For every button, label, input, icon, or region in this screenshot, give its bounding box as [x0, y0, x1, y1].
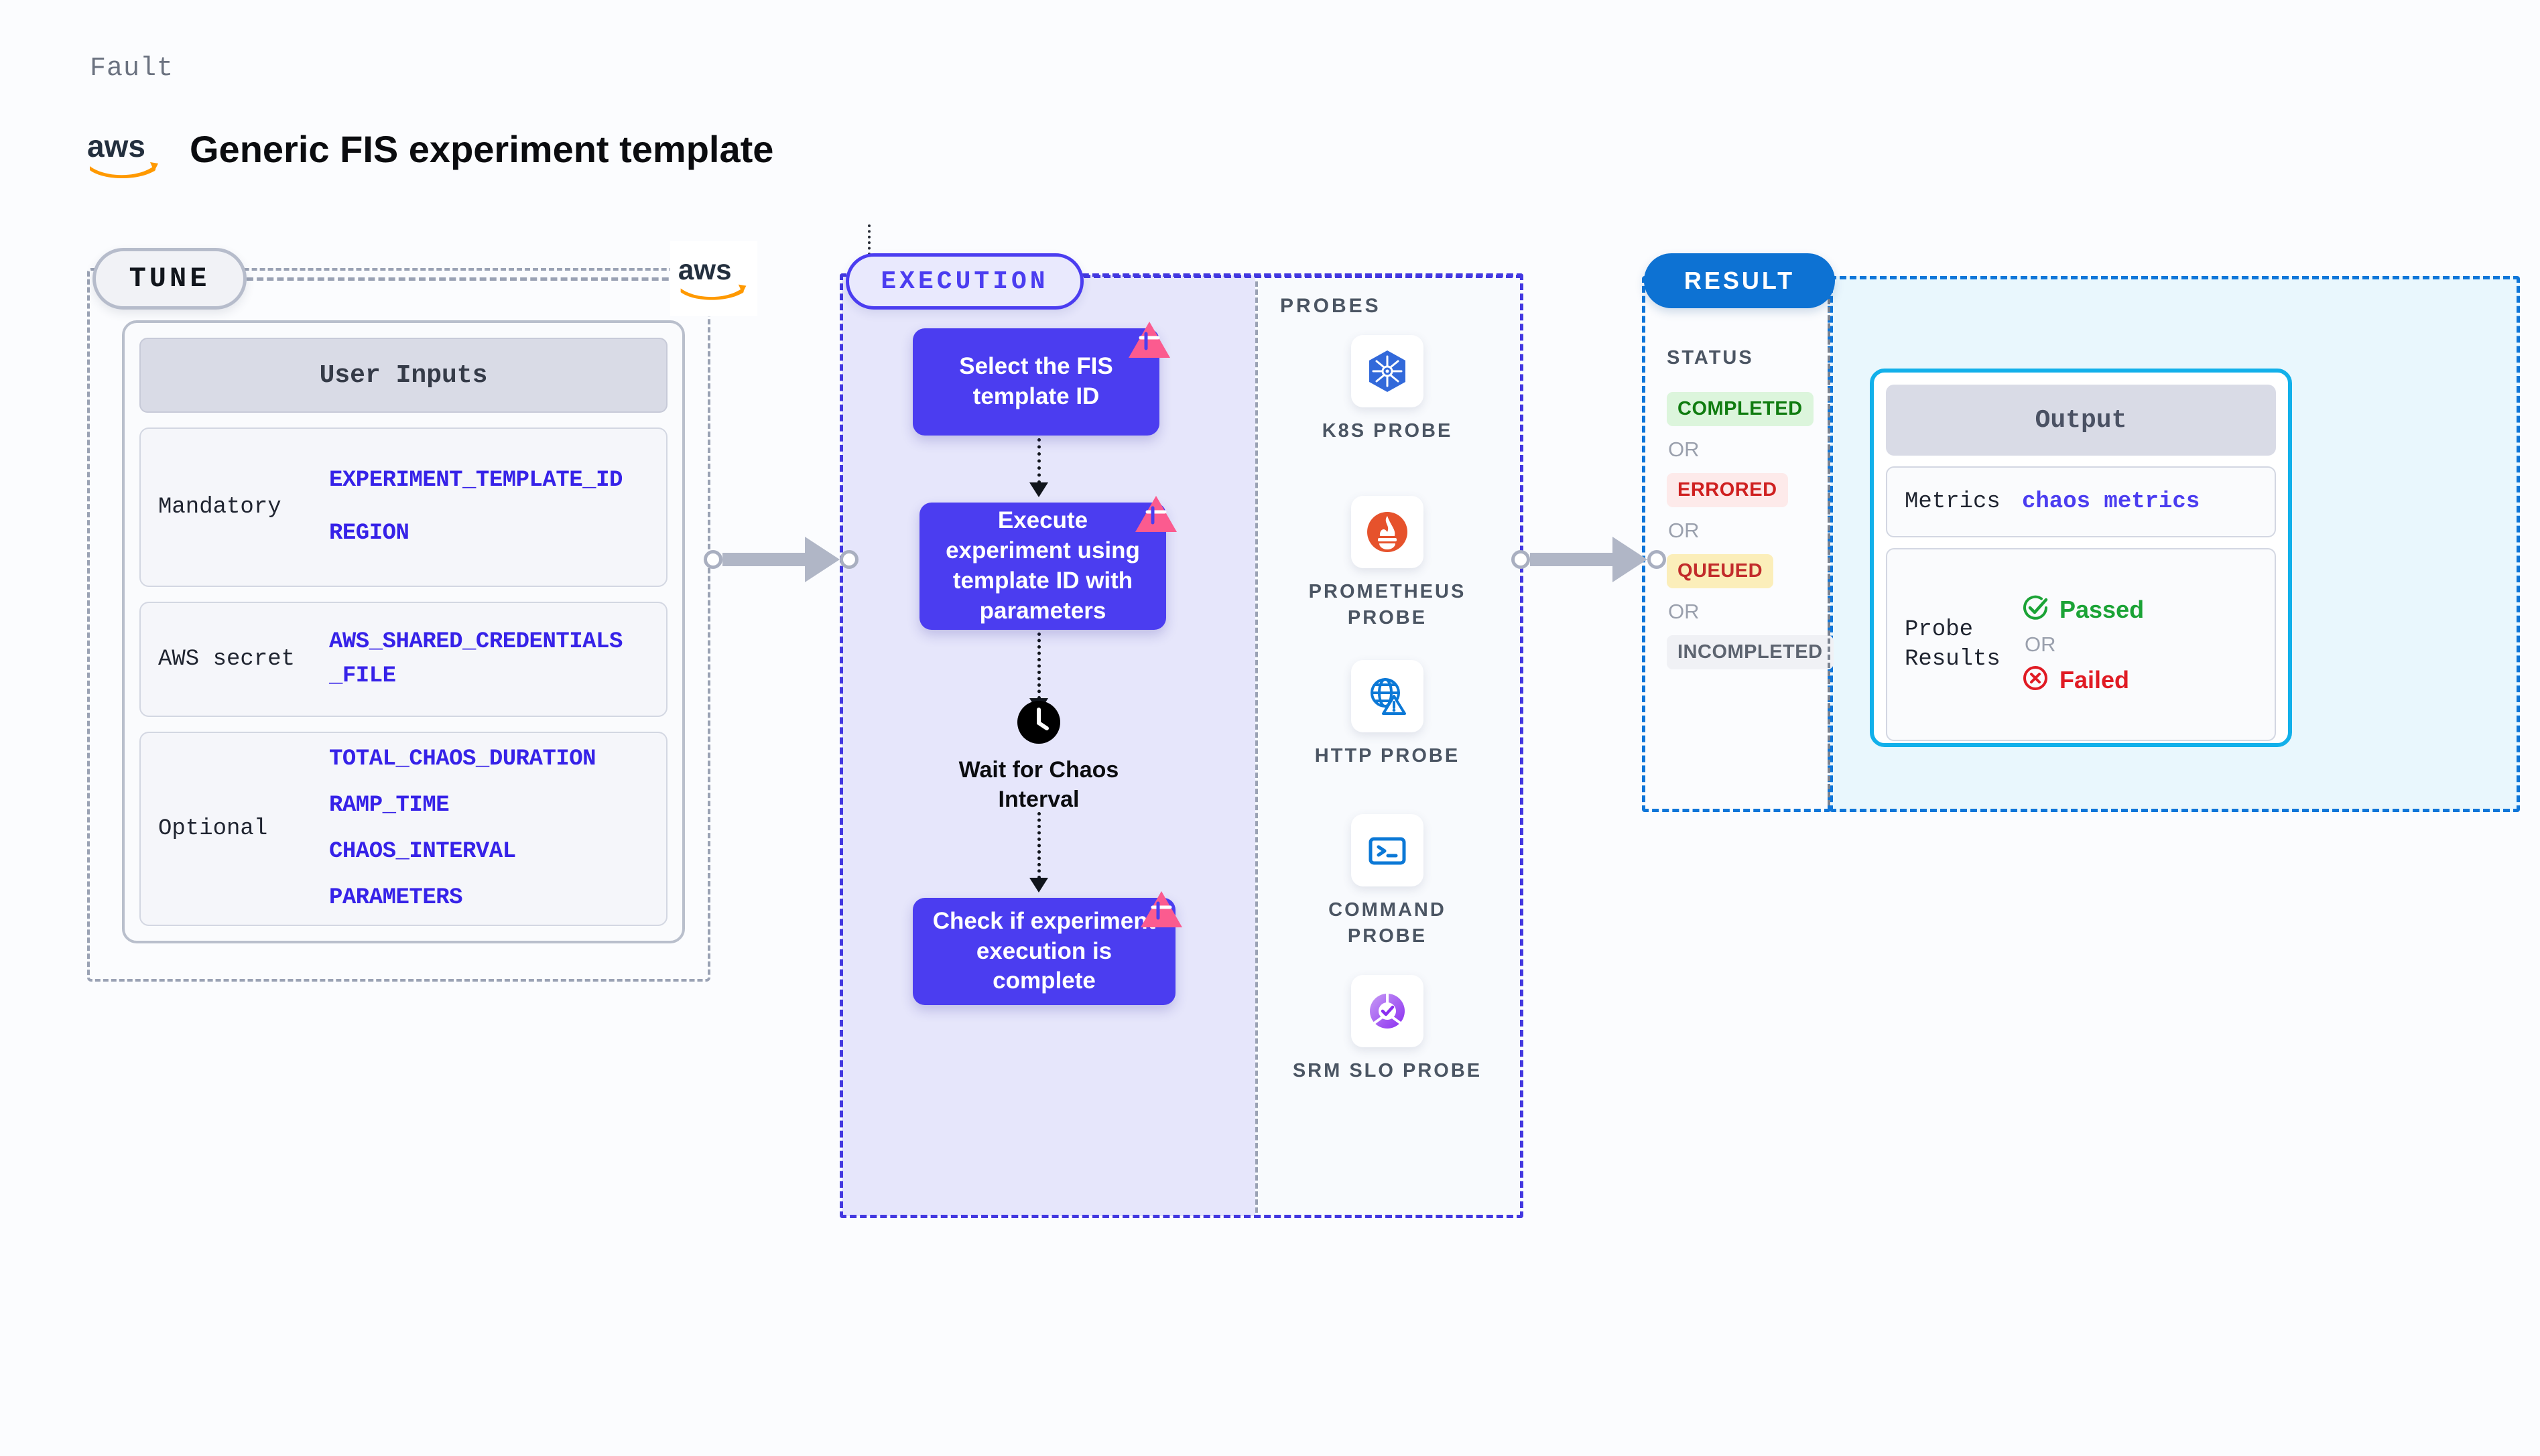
- or-label: OR: [1668, 438, 1700, 461]
- status-badge-errored: ERRORED: [1667, 473, 1788, 507]
- user-inputs-card: User Inputs Mandatory EXPERIMENT_TEMPLAT…: [122, 320, 685, 943]
- input-var[interactable]: CHAOS_INTERVAL: [329, 839, 516, 864]
- output-title: Output: [1886, 385, 2276, 456]
- or-label: OR: [1668, 519, 1700, 542]
- probe-label: PROMETHEUS PROBE: [1308, 581, 1466, 629]
- probe-item-http[interactable]: HTTP PROBE: [1290, 660, 1484, 769]
- result-pill-label: RESULT: [1684, 267, 1795, 294]
- prometheus-icon: [1351, 496, 1423, 568]
- input-group-label: Optional: [158, 816, 268, 842]
- input-group-label: Mandatory: [158, 494, 281, 520]
- probe-label: COMMAND PROBE: [1328, 899, 1446, 947]
- input-var[interactable]: EXPERIMENT_TEMPLATE_ID: [329, 468, 623, 493]
- input-group-mandatory: Mandatory EXPERIMENT_TEMPLATE_ID REGION: [139, 427, 668, 587]
- execution-connector-line: [1084, 275, 1523, 278]
- connector-arrowhead: [1612, 537, 1647, 582]
- input-var[interactable]: RAMP_TIME: [329, 793, 450, 818]
- output-card: Output Metrics chaos metrics Probe Resul…: [1870, 369, 2292, 747]
- failed-label: Failed: [2059, 665, 2130, 693]
- aws-logo-icon: aws: [86, 127, 173, 188]
- probe-result-failed: Failed: [2022, 665, 2144, 695]
- passed-label: Passed: [2059, 595, 2145, 623]
- execution-top-tick: [868, 224, 871, 255]
- page-header: Fault aws Generic FIS experiment templat…: [86, 40, 1024, 178]
- probes-background: [1255, 275, 1521, 1216]
- connector-bar: [1530, 553, 1614, 566]
- execution-probes-divider: [1255, 281, 1258, 1213]
- flow-step-check-completion[interactable]: Check if experiment execution is complet…: [913, 898, 1176, 1005]
- connector-end-dot: [840, 550, 859, 569]
- globe-warning-icon: [1351, 660, 1423, 732]
- litmus-chaos-icon: [1127, 320, 1171, 359]
- input-group-optional: Optional TOTAL_CHAOS_DURATION RAMP_TIME …: [139, 732, 668, 926]
- check-circle-icon: [2022, 594, 2049, 624]
- connector-start-dot: [1511, 550, 1530, 569]
- probe-item-srm-slo[interactable]: SRM SLO PROBE: [1290, 975, 1484, 1084]
- status-list: COMPLETED OR ERRORED OR QUEUED OR INCOMP…: [1667, 392, 1834, 669]
- connector-arrowhead: [805, 537, 840, 582]
- probe-result-passed: Passed: [2022, 594, 2144, 624]
- probe-item-prometheus[interactable]: PROMETHEUS PROBE: [1290, 496, 1484, 631]
- input-var[interactable]: TOTAL_CHAOS_DURATION: [329, 746, 596, 772]
- x-circle-icon: [2022, 665, 2049, 695]
- result-stage-pill[interactable]: RESULT: [1644, 253, 1835, 308]
- result-inner-divider: [1828, 283, 1830, 805]
- flow-step-execute-experiment[interactable]: Execute experiment using template ID wit…: [919, 503, 1166, 630]
- tune-pill-label: TUNE: [129, 263, 210, 295]
- page-title: Generic FIS experiment template: [190, 128, 774, 170]
- tune-connector-line: [247, 277, 689, 281]
- input-var[interactable]: REGION: [329, 521, 409, 546]
- tune-panel: [87, 268, 710, 982]
- connector-start-dot: [704, 550, 722, 569]
- flow-step-label: Wait for Chaos Interval: [958, 757, 1119, 813]
- connector-tune-to-execution: [704, 536, 859, 583]
- probe-label: K8S PROBE: [1322, 420, 1453, 442]
- user-inputs-title: User Inputs: [139, 338, 668, 413]
- input-group-aws-secret: AWS secret AWS_SHARED_CREDENTIALS _FILE: [139, 602, 668, 717]
- flow-step-wait-chaos-interval: Wait for Chaos Interval: [958, 700, 1119, 814]
- input-var[interactable]: AWS_SHARED_CREDENTIALS: [329, 629, 623, 655]
- litmus-chaos-icon: [1139, 890, 1184, 929]
- or-label: OR: [1668, 600, 1700, 623]
- aws-badge-icon: aws: [670, 241, 757, 316]
- probe-results-key: Probe Results: [1905, 616, 2001, 672]
- terminal-icon: [1351, 814, 1423, 886]
- probe-item-k8s[interactable]: K8S PROBE: [1290, 335, 1484, 444]
- status-badge-queued: QUEUED: [1667, 554, 1774, 588]
- svg-text:aws: aws: [678, 254, 731, 285]
- execution-stage-pill[interactable]: EXECUTION: [846, 253, 1084, 310]
- kubernetes-icon: [1351, 335, 1423, 407]
- connector-execution-to-result: [1511, 536, 1666, 583]
- output-metrics-row: Metrics chaos metrics: [1886, 466, 2276, 537]
- status-badge-incompleted: INCOMPLETED: [1667, 635, 1834, 669]
- status-title: STATUS: [1667, 347, 1754, 369]
- execution-pill-label: EXECUTION: [881, 267, 1049, 296]
- svg-text:aws: aws: [87, 129, 145, 163]
- probe-label: SRM SLO PROBE: [1292, 1060, 1482, 1081]
- slo-donut-icon: [1351, 975, 1423, 1047]
- connector-end-dot: [1647, 550, 1666, 569]
- metrics-key: Metrics: [1905, 488, 2001, 515]
- probe-item-command[interactable]: COMMAND PROBE: [1290, 814, 1484, 949]
- connector-bar: [722, 553, 806, 566]
- input-var[interactable]: _FILE: [329, 663, 396, 689]
- flow-step-select-template[interactable]: Select the FIS template ID: [913, 328, 1159, 436]
- input-group-label: AWS secret: [158, 647, 296, 672]
- metrics-link[interactable]: chaos metrics: [2022, 489, 2200, 515]
- output-probe-results-row: Probe Results Passed OR: [1886, 548, 2276, 741]
- input-var[interactable]: PARAMETERS: [329, 885, 463, 911]
- probes-title: PROBES: [1280, 295, 1381, 317]
- or-label: OR: [2025, 633, 2056, 656]
- litmus-chaos-icon: [1134, 494, 1178, 533]
- status-badge-completed: COMPLETED: [1667, 392, 1814, 426]
- probe-label: HTTP PROBE: [1314, 745, 1460, 767]
- fault-label: Fault: [90, 54, 174, 84]
- tune-stage-pill[interactable]: TUNE: [92, 248, 247, 310]
- clock-icon: [1017, 700, 1061, 744]
